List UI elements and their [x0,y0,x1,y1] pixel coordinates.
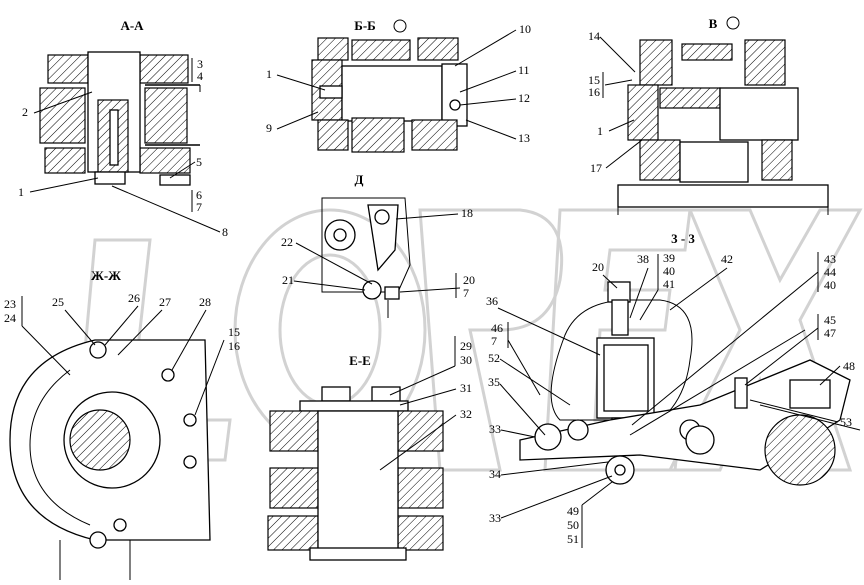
z3-label-50: 50 [567,518,579,532]
d-label-7: 7 [463,286,469,300]
z3-label-44: 44 [824,265,836,279]
d-label-21: 21 [282,273,294,287]
aa-label-2: 2 [22,105,28,119]
z3-label-49: 49 [567,504,579,518]
view-d: Д 18 22 21 20 7 [281,172,475,318]
view-d-title: Д [355,172,364,187]
section-aa: А-А 3 4 2 1 5 6 7 8 [18,18,228,239]
z3-label-53: 53 [840,415,852,429]
zhzh-label-15: 15 [228,325,240,339]
z3-label-52: 52 [488,351,500,365]
z3-label-33b: 33 [489,511,501,525]
section-zhzh: Ж-Ж 23 24 25 26 27 28 15 16 [4,268,240,580]
z3-label-46: 46 [491,321,503,335]
bb-label-11: 11 [518,63,530,77]
zhzh-label-27: 27 [159,295,171,309]
v-label-15: 15 [588,73,600,87]
bb-label-10: 10 [519,22,531,36]
z3-label-42: 42 [721,252,733,266]
z3-label-38: 38 [637,252,649,266]
bb-label-1: 1 [266,67,272,81]
zhzh-label-28: 28 [199,295,211,309]
section-v: В 14 15 16 1 17 [588,16,829,215]
zhzh-label-16: 16 [228,339,240,353]
z3-label-41: 41 [663,277,675,291]
z3-label-7: 7 [491,334,497,348]
z3-label-40: 40 [663,264,675,278]
bb-label-13: 13 [518,131,530,145]
z3-label-20: 20 [592,260,604,274]
ee-label-32: 32 [460,407,472,421]
view-3-3: 3 - 3 20 38 39 40 41 42 43 44 40 36 46 [486,231,861,548]
section-bb-title: Б-Б [354,18,376,33]
z3-label-36: 36 [486,294,498,308]
z3-label-35: 35 [488,375,500,389]
zhzh-label-25: 25 [52,295,64,309]
z3-label-43: 43 [824,252,836,266]
ee-label-31: 31 [460,381,472,395]
aa-label-8: 8 [222,225,228,239]
zhzh-label-26: 26 [128,291,140,305]
aa-label-1: 1 [18,185,24,199]
z3-label-40b: 40 [824,278,836,292]
aa-label-3: 3 [197,57,203,71]
zhzh-label-24: 24 [4,311,16,325]
v-label-1: 1 [597,124,603,138]
z3-label-34: 34 [489,467,501,481]
v-label-16: 16 [588,85,600,99]
view-3-3-title: 3 - 3 [671,231,695,246]
d-label-22: 22 [281,235,293,249]
z3-label-51: 51 [567,532,579,546]
section-bb: Б-Б 10 11 12 13 1 9 [266,18,531,153]
ee-label-29: 29 [460,339,472,353]
aa-label-4: 4 [197,69,203,83]
section-ee: Е-Е 29 30 31 32 [267,336,472,561]
z3-label-48: 48 [843,359,855,373]
aa-label-5: 5 [196,155,202,169]
section-ee-title: Е-Е [349,353,371,368]
v-label-17: 17 [590,161,602,175]
bb-label-9: 9 [266,121,272,135]
section-zhzh-title: Ж-Ж [91,268,121,283]
z3-label-39: 39 [663,251,675,265]
z3-label-33: 33 [489,422,501,436]
ee-label-30: 30 [460,353,472,367]
d-label-20: 20 [463,273,475,287]
z3-label-47: 47 [824,326,836,340]
aa-label-6: 6 [196,188,202,202]
section-aa-title: А-А [120,18,144,33]
bb-label-12: 12 [518,91,530,105]
section-v-title: В [709,16,718,31]
aa-label-7: 7 [196,200,202,214]
z3-label-45: 45 [824,313,836,327]
d-label-18: 18 [461,206,473,220]
v-label-14: 14 [588,29,600,43]
zhzh-label-23: 23 [4,297,16,311]
